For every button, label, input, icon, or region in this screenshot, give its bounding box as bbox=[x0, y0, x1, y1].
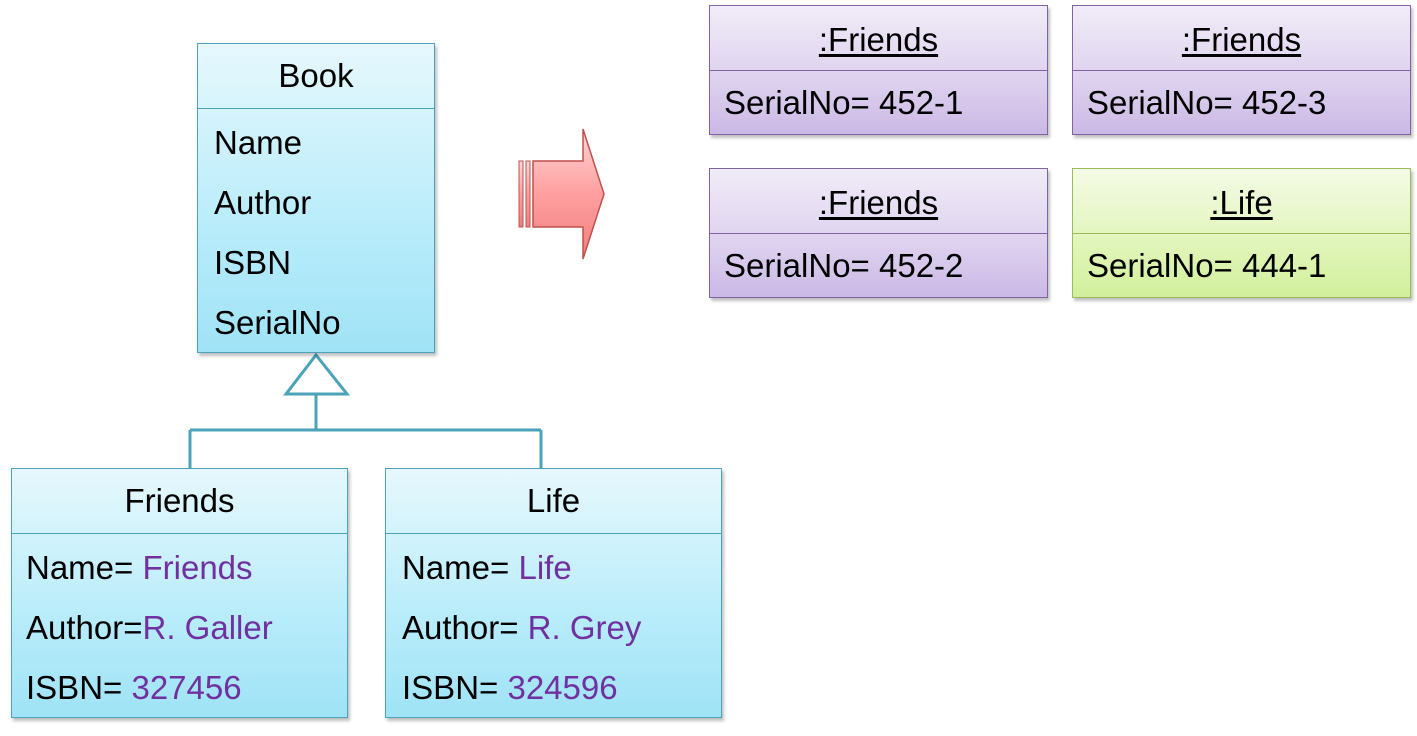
class-book-attr-isbn: ISBN bbox=[214, 244, 292, 281]
generalization-triangle bbox=[282, 352, 351, 396]
class-friends-attr-author: Author=R. Galler bbox=[26, 609, 273, 646]
class-life-attr-author: Author= R. Grey bbox=[402, 609, 642, 646]
object-title: :Life bbox=[1073, 169, 1410, 234]
object-title: :Friends bbox=[710, 6, 1047, 71]
object-attr-serialno: SerialNo= 452-3 bbox=[1087, 84, 1327, 121]
object-friends-2: :Friends SerialNo= 452-2 bbox=[709, 168, 1048, 298]
class-book-attr-author: Author bbox=[214, 184, 312, 221]
right-arrow-icon bbox=[518, 128, 605, 260]
object-friends-1: :Friends SerialNo= 452-1 bbox=[709, 5, 1048, 135]
class-friends-title: Friends bbox=[12, 469, 347, 534]
class-life-attr-name: Name= Life bbox=[402, 549, 572, 586]
object-life-1: :Life SerialNo= 444-1 bbox=[1072, 168, 1411, 298]
object-attr-serialno: SerialNo= 444-1 bbox=[1087, 247, 1327, 284]
class-friends-attr-name: Name= Friends bbox=[26, 549, 253, 586]
class-book-attr-serialno: SerialNo bbox=[214, 304, 341, 341]
object-friends-3: :Friends SerialNo= 452-3 bbox=[1072, 5, 1411, 135]
class-book-title: Book bbox=[198, 44, 434, 109]
class-book-attr-name: Name bbox=[214, 124, 303, 161]
class-life-attr-isbn: ISBN= 324596 bbox=[402, 669, 618, 706]
class-friends-attr-isbn: ISBN= 327456 bbox=[26, 669, 242, 706]
object-title: :Friends bbox=[1073, 6, 1410, 71]
object-attr-serialno: SerialNo= 452-1 bbox=[724, 84, 964, 121]
class-life-title: Life bbox=[386, 469, 721, 534]
class-life: Life Name= Life Author= R. Grey ISBN= 32… bbox=[385, 468, 722, 718]
object-title: :Friends bbox=[710, 169, 1047, 234]
object-attr-serialno: SerialNo= 452-2 bbox=[724, 247, 964, 284]
class-friends: Friends Name= Friends Author=R. Galler I… bbox=[11, 468, 348, 718]
class-book: Book Name Author ISBN SerialNo bbox=[197, 43, 435, 353]
